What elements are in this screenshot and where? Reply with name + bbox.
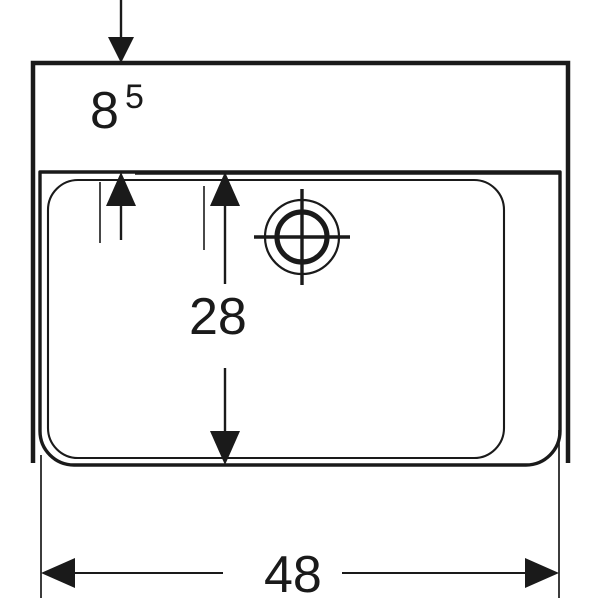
washbasin-bowl-outline [46,178,506,460]
dimension-label-height-offset: 8 [90,82,119,140]
dimension-bowl-depth: 28 [189,172,247,465]
washbasin-rim-outline [38,170,562,467]
dimension-label-overall-width: 48 [264,546,322,600]
washbasin-outer-rectangle [30,60,571,463]
dimension-label-bowl-depth: 28 [189,288,247,346]
drain-crosshair [254,189,350,285]
dimension-overall-width: 48 [40,430,560,600]
dimension-label-height-offset-superscript: 5 [125,78,144,116]
dimension-height-offset: 8 5 [90,0,560,243]
